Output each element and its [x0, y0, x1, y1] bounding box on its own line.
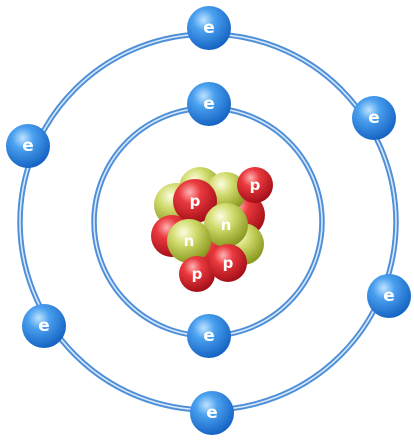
svg-text:p: p — [223, 254, 234, 272]
proton: p — [173, 179, 217, 223]
electron: e — [187, 6, 231, 50]
electron: e — [22, 304, 66, 348]
neutron: n — [167, 219, 211, 263]
svg-text:p: p — [190, 192, 201, 210]
svg-text:e: e — [383, 286, 395, 306]
electron: e — [6, 124, 50, 168]
electron: e — [187, 82, 231, 126]
proton: p — [209, 244, 247, 282]
svg-text:e: e — [206, 403, 218, 423]
electron: e — [367, 274, 411, 318]
svg-text:n: n — [221, 216, 232, 234]
proton: p — [179, 256, 215, 292]
svg-text:e: e — [203, 18, 215, 38]
svg-text:e: e — [203, 94, 215, 114]
svg-text:p: p — [192, 265, 203, 283]
svg-text:e: e — [22, 136, 34, 156]
electron: e — [190, 391, 234, 435]
electron: e — [187, 314, 231, 358]
svg-text:e: e — [368, 108, 380, 128]
inner-shell-electrons: e e — [187, 82, 231, 358]
proton: p — [237, 167, 273, 203]
neutron: n — [204, 203, 248, 247]
svg-text:n: n — [184, 232, 195, 250]
svg-text:e: e — [38, 316, 50, 336]
nucleus: p p n n p p — [151, 167, 273, 292]
outer-shell-electrons: e e e e e e — [6, 6, 411, 435]
electron: e — [352, 96, 396, 140]
svg-text:p: p — [250, 176, 261, 194]
svg-text:e: e — [203, 326, 215, 346]
